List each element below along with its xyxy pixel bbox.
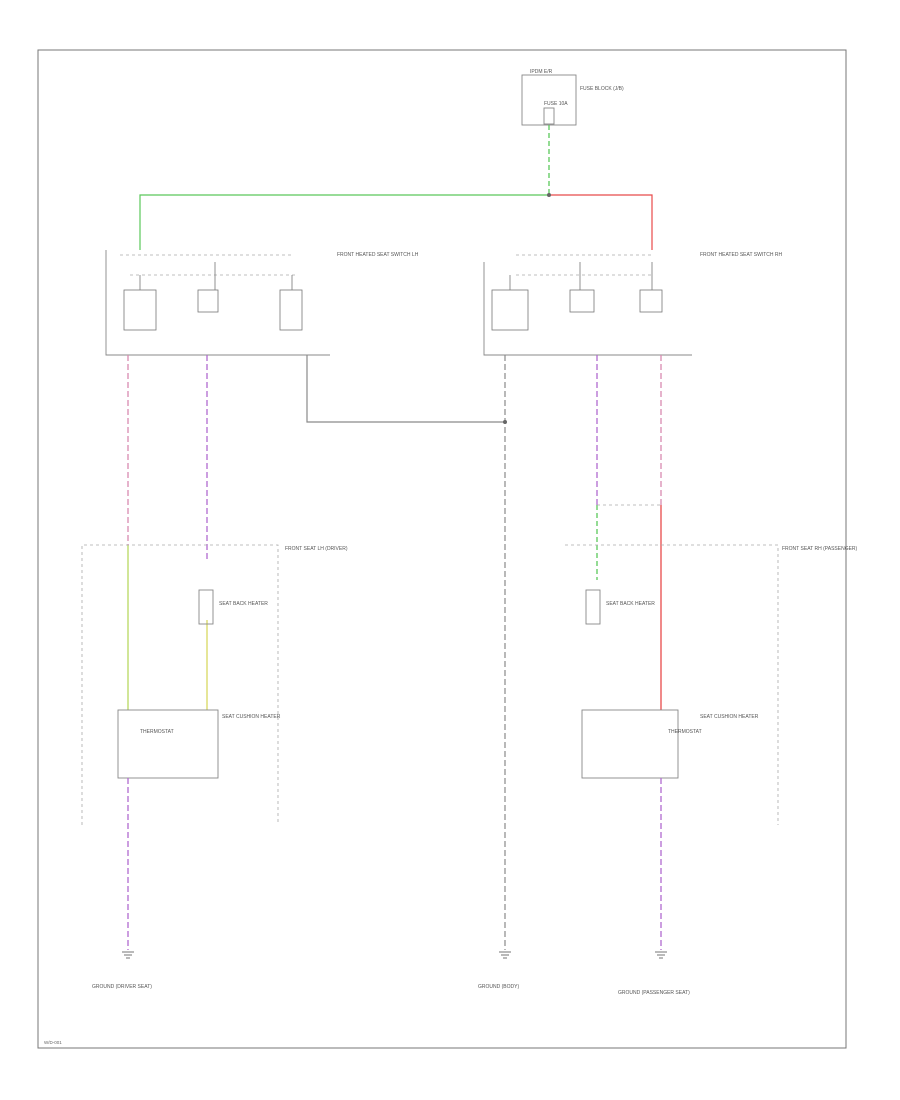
right-seat-label: FRONT SEAT RH (PASSENGER)	[782, 546, 858, 552]
right-seat-enclosure: FRONT SEAT RH (PASSENGER) SEAT BACK HEAT…	[565, 544, 858, 825]
ground-right-label: GROUND (PASSENGER SEAT)	[618, 990, 690, 996]
wire-red-right	[549, 194, 653, 250]
page-reference: W/D-001	[44, 1040, 62, 1045]
ground-left-icon	[122, 951, 134, 959]
diagram-frame	[37, 49, 847, 1049]
top-connector-a-label: IPDM E/R	[530, 69, 553, 75]
ground-center-icon	[499, 951, 511, 959]
ground-center-label: GROUND (BODY)	[478, 984, 519, 990]
wire-green-left	[139, 194, 549, 250]
splice-top	[547, 193, 551, 197]
right-heater-label: SEAT BACK HEATER	[606, 601, 655, 607]
left-heater-label: SEAT BACK HEATER	[219, 601, 268, 607]
ground-left-label: GROUND (DRIVER SEAT)	[92, 984, 152, 990]
top-power-connector: IPDM E/R FUSE BLOCK (J/B) FUSE 10A	[521, 69, 624, 126]
wire-ground-link	[306, 355, 505, 423]
left-seat-label: FRONT SEAT LH (DRIVER)	[285, 546, 348, 552]
right-thermostat-label: THERMOSTAT	[668, 729, 702, 735]
left-switch-label: FRONT HEATED SEAT SWITCH LH	[337, 252, 419, 258]
left-cushion-label: SEAT CUSHION HEATER	[222, 714, 281, 720]
top-fuse-label: FUSE 10A	[544, 101, 568, 107]
left-seat-enclosure: FRONT SEAT LH (DRIVER) SEAT BACK HEATER …	[81, 544, 348, 825]
left-heated-seat-switch: FRONT HEATED SEAT SWITCH LH	[105, 250, 419, 356]
left-thermostat-label: THERMOSTAT	[140, 729, 174, 735]
ground-right-icon	[655, 951, 667, 959]
right-switch-label: FRONT HEATED SEAT SWITCH RH	[700, 252, 783, 258]
right-heated-seat-switch: FRONT HEATED SEAT SWITCH RH	[483, 252, 783, 356]
splice-ground	[503, 420, 507, 424]
top-connector-b-label: FUSE BLOCK (J/B)	[580, 86, 624, 92]
right-cushion-label: SEAT CUSHION HEATER	[700, 714, 759, 720]
